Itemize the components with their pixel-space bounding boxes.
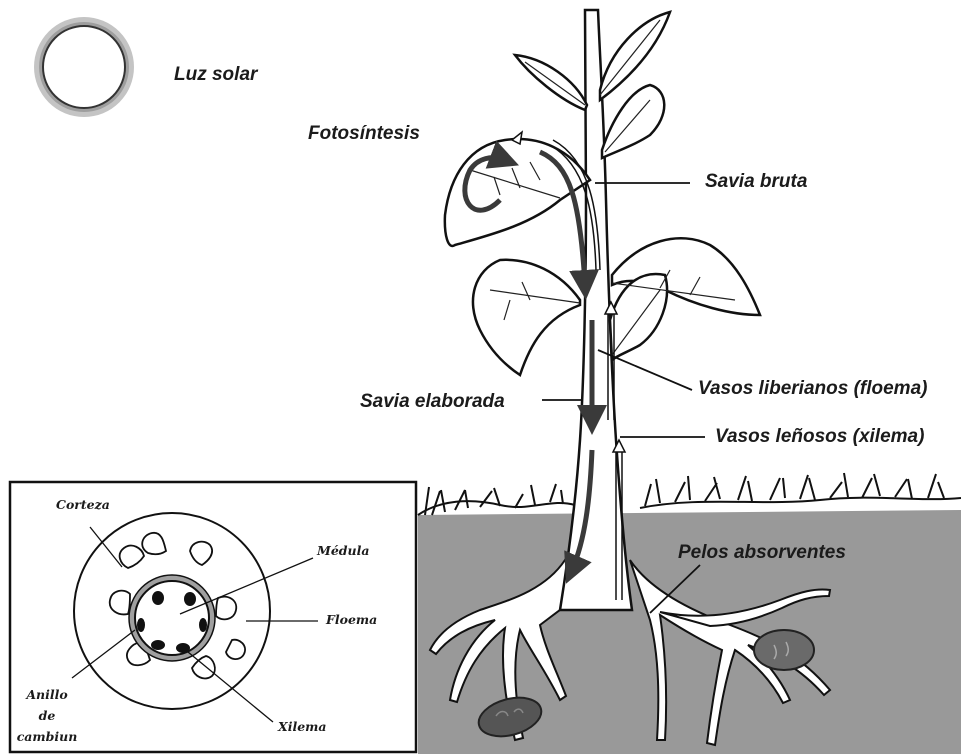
sun-icon xyxy=(34,17,134,117)
phloem-vessels-label: Vasos liberianos (floema) xyxy=(698,379,927,398)
root-hairs-label: Pelos absorventes xyxy=(678,543,846,562)
phloem-label: Floema xyxy=(326,614,377,627)
raw-sap-label: Savia bruta xyxy=(705,172,807,191)
cambium-ring-label-line1: Anillo xyxy=(12,689,82,702)
xylem-vessels-label: Vasos leñosos (xilema) xyxy=(715,427,924,446)
cambium-ring-label-line2: de xyxy=(12,710,82,723)
processed-sap-label: Savia elaborada xyxy=(360,392,505,411)
xylem-label: Xilema xyxy=(278,721,326,734)
pith-label: Médula xyxy=(317,545,369,558)
cambium-ring-label-line3: cambiun xyxy=(12,731,82,744)
photosynthesis-label: Fotosíntesis xyxy=(308,124,420,143)
sunlight-label: Luz solar xyxy=(174,65,257,84)
grass xyxy=(418,473,961,515)
cortex-label: Corteza xyxy=(56,499,110,512)
